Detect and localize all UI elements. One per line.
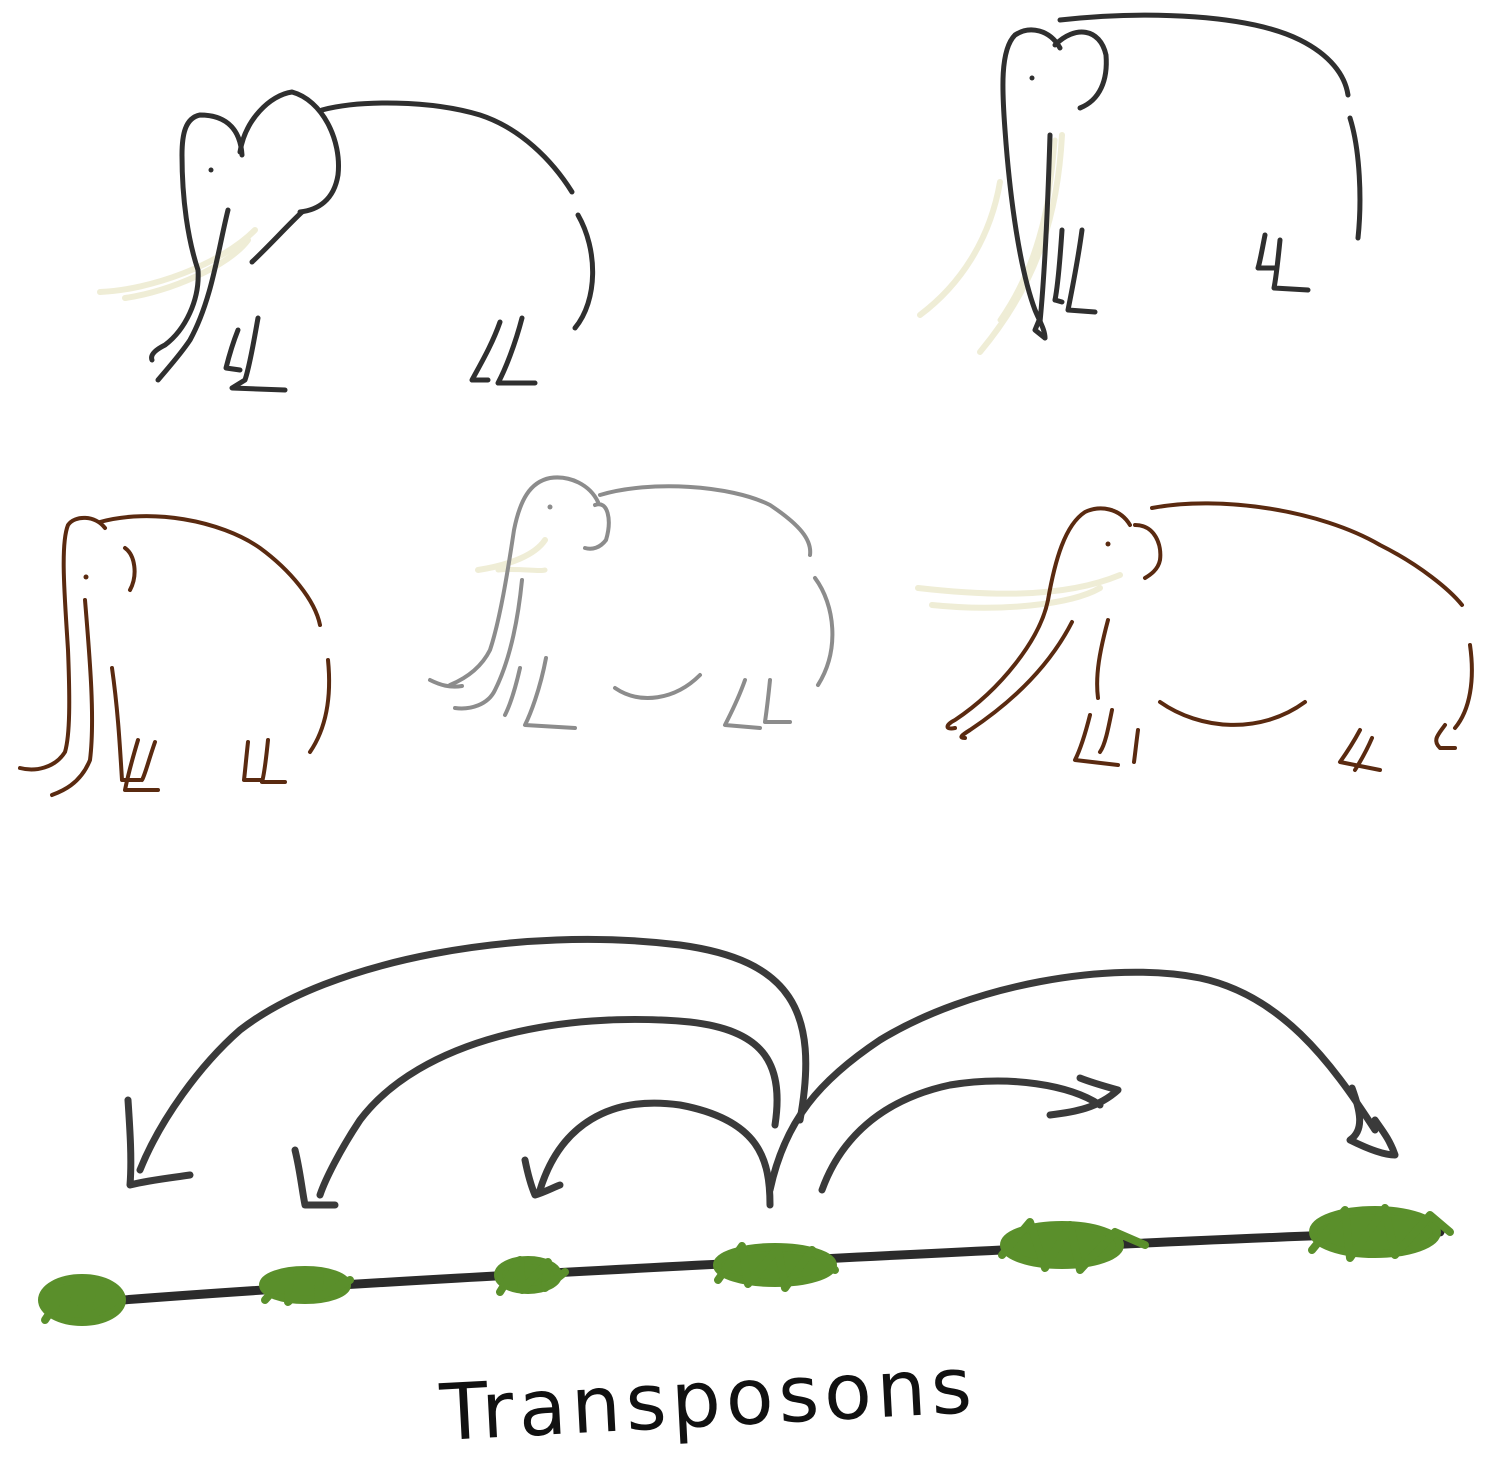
mammoth-3-trunk: [52, 600, 92, 795]
mammoth-5-belly: [1160, 702, 1305, 725]
mammoth-1-belly: [252, 212, 302, 262]
mammoth-5-eye: [1106, 542, 1111, 547]
mammoth-5-trunk: [961, 622, 1072, 738]
mammoth-2-back-leg: [1258, 235, 1275, 268]
mammoth-4-belly: [615, 675, 700, 698]
mammoth-3-front-leg-3: [142, 742, 155, 780]
transposon-1: [42, 1278, 122, 1322]
mammoth-2: [920, 15, 1360, 352]
mammoth-2-ear: [1055, 32, 1106, 108]
mammoth-3-eye: [84, 575, 89, 580]
mammoth-1: [100, 92, 593, 390]
mammoth-1-trunk-inner: [158, 210, 228, 380]
mammoth-4-trunk: [455, 580, 522, 708]
jump-arrow-1: [140, 939, 806, 1170]
transposon-5: [1002, 1222, 1145, 1270]
mammoth-5-head: [948, 508, 1131, 728]
mammoth-4: [430, 477, 832, 728]
mammoth-3-back-leg: [244, 742, 262, 780]
mammoth-2-front-foot: [1055, 300, 1062, 302]
mammoth-3: [20, 516, 329, 795]
mammoth-2-tusk: [920, 182, 1000, 315]
mammoth-4-front-leg-2: [505, 668, 520, 715]
mammoth-4-front-leg: [525, 658, 575, 728]
mammoth-3-rear: [310, 660, 329, 752]
mammoth-2-front-leg: [1055, 230, 1062, 300]
mammoth-4-back-leg: [725, 680, 760, 728]
transposon-4: [717, 1246, 835, 1288]
mammoth-5-chest: [1097, 620, 1108, 698]
mammoth-1-back: [322, 103, 572, 192]
mammoth-3-ear: [125, 548, 135, 590]
transposon-6: [1312, 1208, 1450, 1258]
mammoth-4-back: [600, 486, 810, 555]
mammoth-3-back-leg-2: [262, 740, 285, 782]
caption: Transposons: [440, 1340, 880, 1460]
jump-arrow-5: [770, 972, 1375, 1190]
mammoth-5-front-leg: [1075, 715, 1118, 765]
mammoth-2-eye: [1030, 76, 1035, 81]
mammoth-5-ear: [1135, 525, 1160, 578]
transposon-3: [498, 1260, 565, 1292]
jump-arrow-1-head: [128, 1100, 190, 1185]
mammoth-5: [918, 503, 1472, 770]
mammoth-4-ear: [585, 504, 609, 548]
mammoth-1-back-leg-2: [498, 318, 535, 383]
mammoth-1-back-leg: [472, 322, 500, 380]
mammoth-4-back-leg-2: [765, 680, 790, 722]
mammoth-5-back: [1152, 503, 1462, 605]
mammoth-1-front-leg: [226, 330, 240, 370]
mammoth-3-front-leg: [112, 668, 140, 780]
mammoth-2-back-leg-2: [1274, 240, 1308, 290]
mammoth-4-head: [450, 477, 598, 685]
jump-arrows: [128, 939, 1395, 1205]
jump-arrow-3: [540, 1103, 770, 1205]
mammoth-5-front-leg-2: [1100, 710, 1112, 752]
mammoth-5-rear: [1455, 645, 1472, 728]
mammoth-4-eye: [548, 505, 553, 510]
mammoth-5-tail: [1436, 725, 1455, 748]
transposon-2: [263, 1270, 350, 1302]
jump-arrow-5-head: [1350, 1088, 1395, 1155]
mammoth-2-rear: [1350, 118, 1360, 238]
mammoth-1-rear: [575, 215, 593, 328]
jump-arrow-4: [822, 1081, 1100, 1190]
mammoth-4-rear: [815, 578, 832, 685]
transposons: [42, 1208, 1450, 1322]
mammoth-4-tusk-2: [498, 569, 545, 570]
mammoth-1-eye: [209, 168, 214, 173]
mammoth-5-front-leg-3: [1134, 730, 1138, 762]
mammoth-2-front-leg-2: [1068, 230, 1095, 312]
